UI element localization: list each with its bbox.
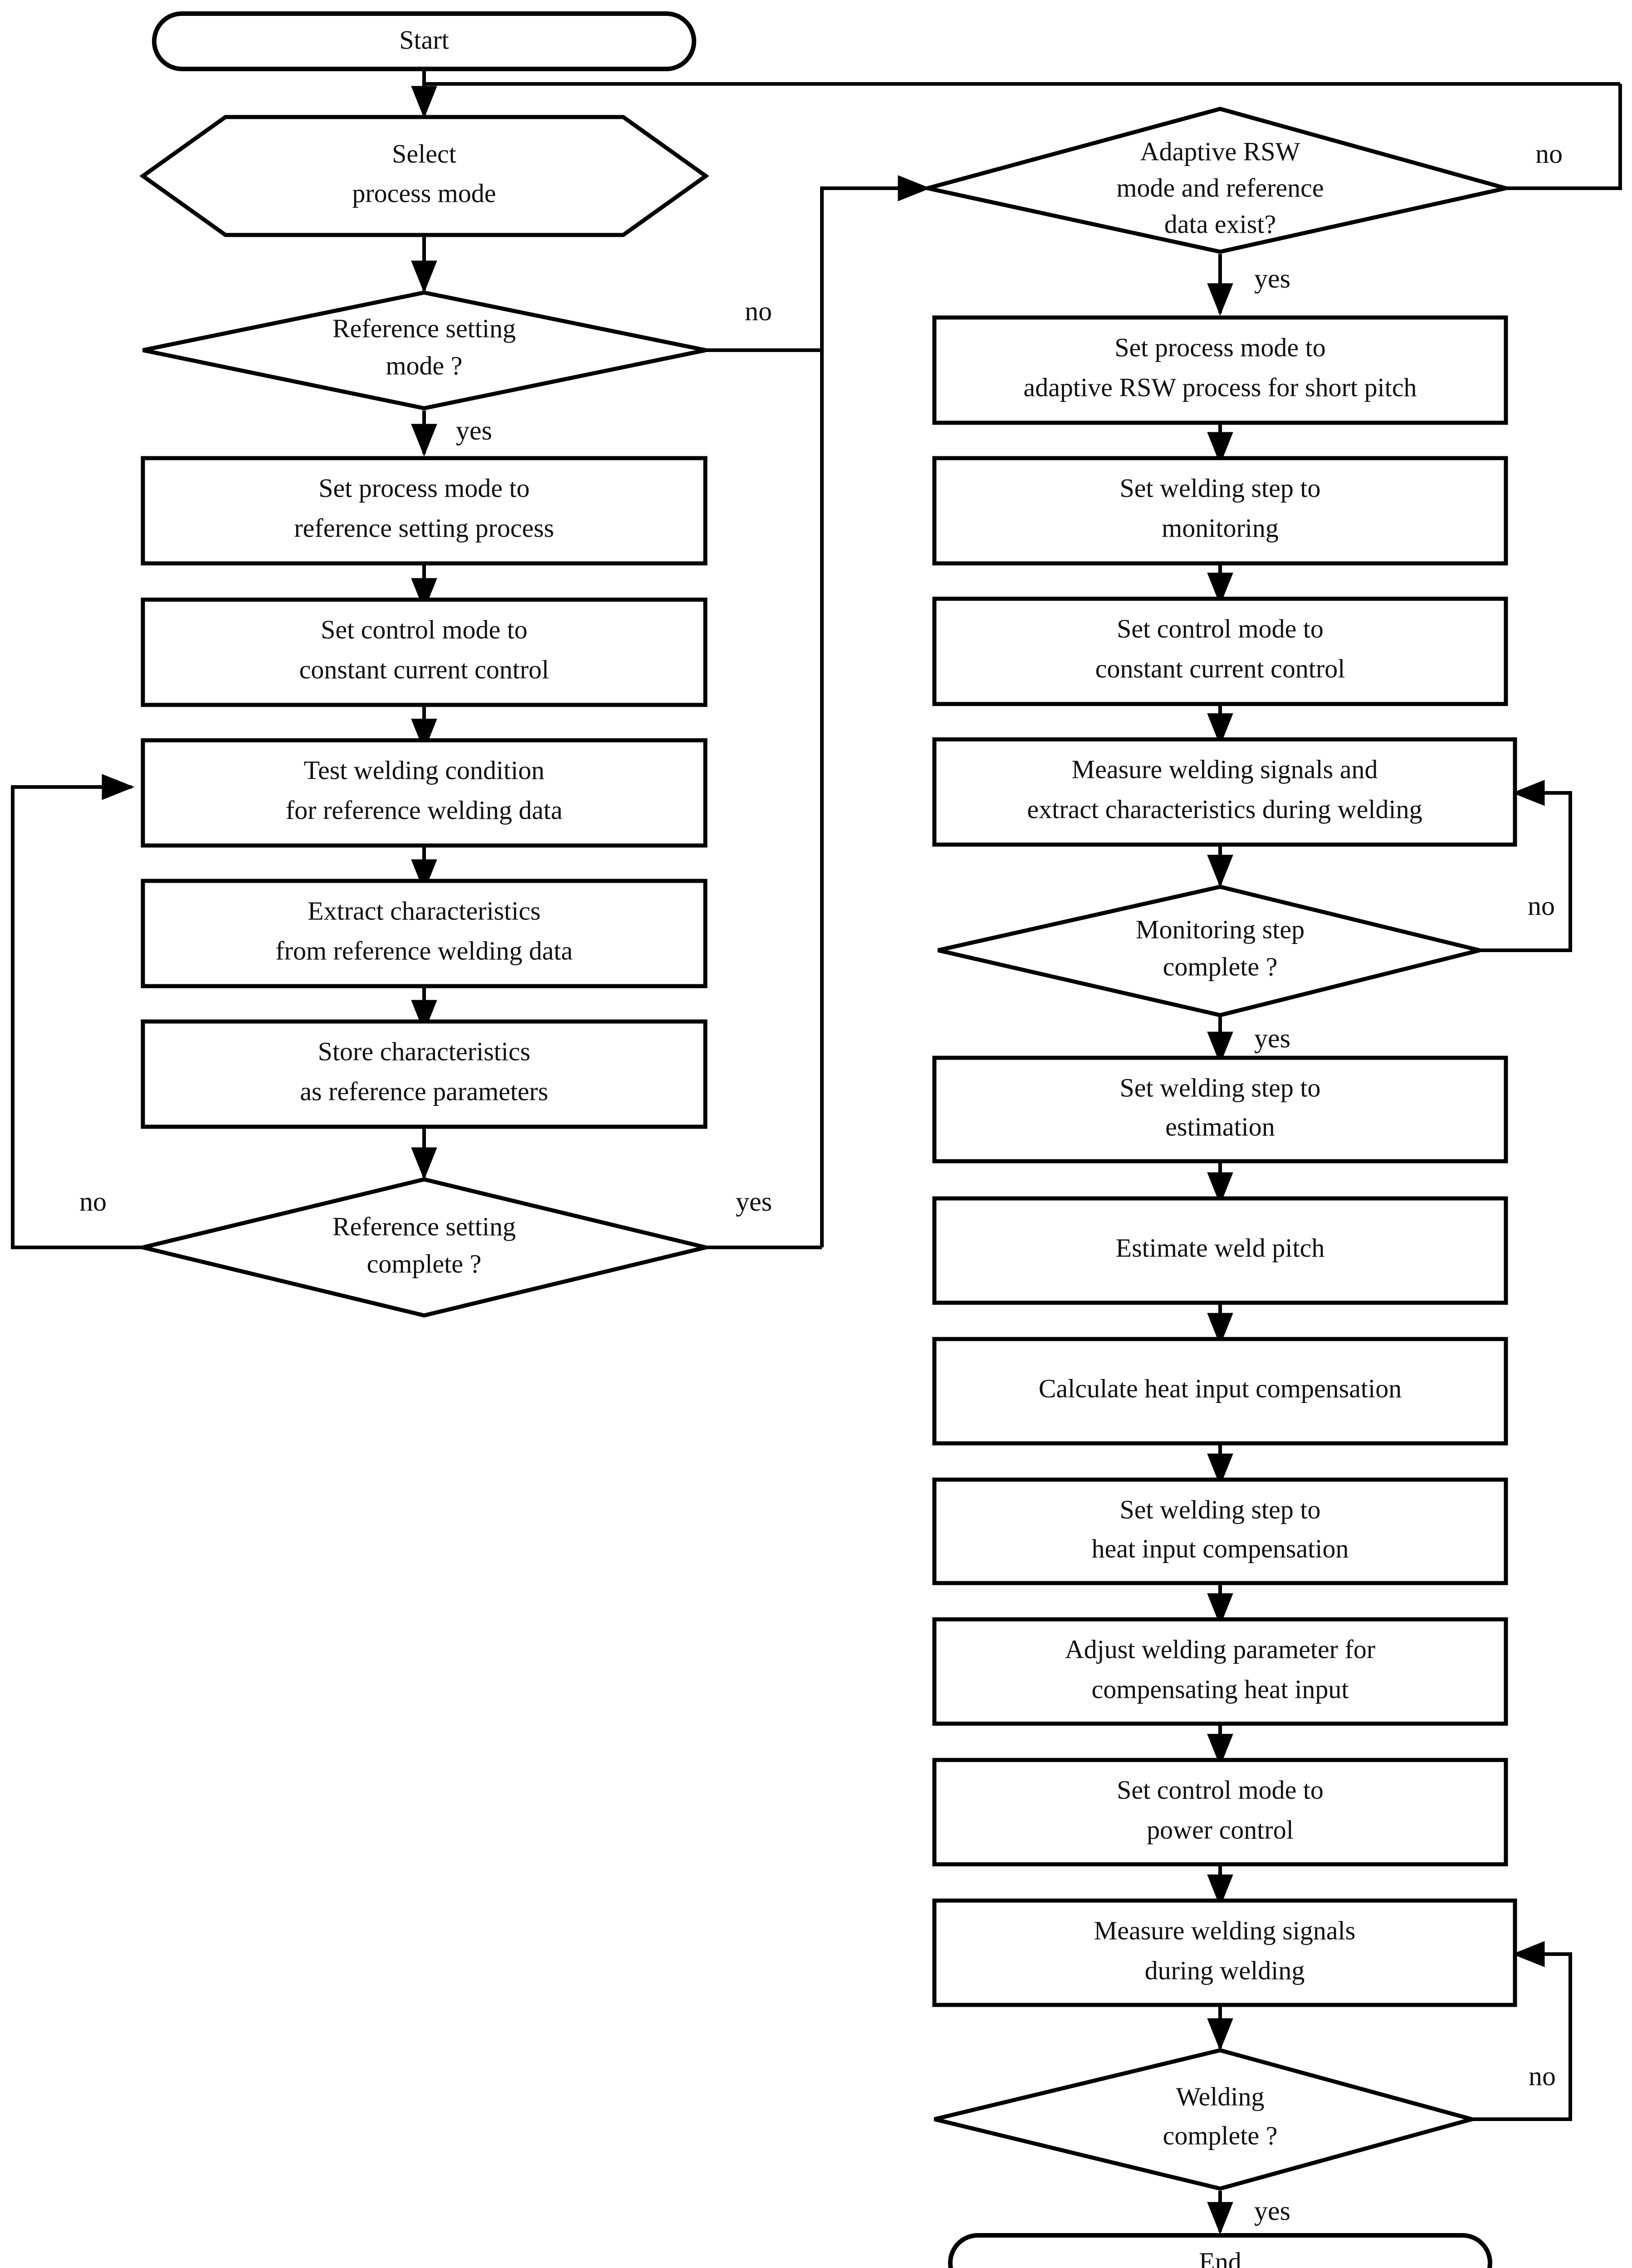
node-measureext-line1: Measure welding signals and [1072,754,1378,784]
edge-refcomplete-no-loop [11,774,143,1249]
node-setctrlpow-line2: power control [1147,1815,1294,1844]
node-select-process-mode[interactable]: Select process mode [139,115,709,237]
node-adjust-welding-parameter[interactable]: Adjust welding parameter for compensatin… [932,1617,1508,1726]
node-setstepmon-line1: Set welding step to [1119,473,1320,503]
node-select-line1: Select [392,139,456,168]
node-set-control-mode-constant-left[interactable]: Set control mode to constant current con… [141,597,708,707]
edge-weldcomplete-no-loop [1472,1941,1572,2121]
connector-layer [11,68,1622,2235]
node-store-line1: Store characteristics [318,1036,531,1066]
node-monitoring-step-complete[interactable]: Monitoring step complete ? [937,885,1481,1017]
node-setprocref-line1: Set process mode to [318,473,530,503]
node-setprocadapt-line1: Set process mode to [1114,332,1326,362]
node-weldcomplete-line1: Welding [1176,2082,1264,2111]
node-adjust-line1: Adjust welding parameter for [1065,1634,1376,1664]
node-refmode-line2: mode ? [386,351,462,380]
node-setprocadapt-line2: adaptive RSW process for short pitch [1023,372,1417,402]
node-setctrlL-line1: Set control mode to [321,615,528,644]
edge-label-layer: no yes no yes no yes no yes no yes [79,139,1563,2226]
node-welding-complete[interactable]: Welding complete ? [933,2048,1480,2191]
node-extract-line2: from reference welding data [275,936,572,965]
edge-label-monstep-yes: yes [1254,1023,1290,1053]
node-extract-line1: Extract characteristics [308,896,541,925]
node-setstepheat-line2: heat input compensation [1092,1534,1349,1563]
node-setstepheat-line1: Set welding step to [1119,1495,1320,1524]
node-set-process-mode-adaptive[interactable]: Set process mode to adaptive RSW process… [932,315,1508,425]
node-measureext-line2: extract characteristics during welding [1027,794,1422,824]
node-monstep-line1: Monitoring step [1136,914,1305,944]
node-setctrlL-line2: constant current control [299,655,549,684]
node-end-label: End [1199,2247,1241,2268]
edge-monstep-no-loop [1480,780,1572,952]
node-adjust-line2: compensating heat input [1092,1674,1349,1704]
node-setctrlpow-line1: Set control mode to [1117,1775,1324,1804]
node-setctrlR-line2: constant current control [1095,654,1345,683]
node-adaptive-line1: Adaptive RSW [1140,137,1300,166]
node-refmode-line1: Reference setting [332,313,516,343]
node-set-control-mode-power[interactable]: Set control mode to power control [932,1758,1508,1867]
node-reference-setting-mode[interactable]: Reference setting mode ? [142,290,706,411]
edge-label-adaptive-yes: yes [1254,264,1290,293]
node-measure-welding-signals[interactable]: Measure welding signals during welding [932,1898,1517,2007]
node-monstep-line2: complete ? [1163,952,1278,981]
edge-label-refmode-no: no [745,296,772,326]
node-estimate-weld-pitch[interactable]: Estimate weld pitch [932,1196,1508,1305]
node-setstepmon-line2: monitoring [1162,513,1279,543]
edge-bus-to-adaptive [820,175,931,1247]
node-adaptive-rsw-exist[interactable]: Adaptive RSW mode and reference data exi… [927,107,1507,254]
node-end[interactable]: End [948,2233,1492,2268]
node-set-process-mode-reference[interactable]: Set process mode to reference setting pr… [141,456,708,566]
node-weldcomplete-line2: complete ? [1163,2121,1278,2150]
node-measure2-line1: Measure welding signals [1094,1916,1356,1945]
node-start-label: Start [399,25,449,54]
edge-label-adaptive-no: no [1535,139,1563,169]
edge-label-monstep-no: no [1528,891,1555,921]
node-refcomplete-line2: complete ? [367,1249,482,1278]
node-setstepest-line1: Set welding step to [1119,1073,1320,1102]
node-test-line2: for reference welding data [286,795,562,825]
node-set-control-mode-constant-right[interactable]: Set control mode to constant current con… [932,596,1508,706]
node-test-line1: Test welding condition [304,755,545,785]
node-store-characteristics[interactable]: Store characteristics as reference param… [141,1019,708,1129]
edge-label-refmode-yes: yes [456,415,492,445]
node-select-line2: process mode [352,178,496,208]
node-setstepest-line2: estimation [1165,1112,1275,1141]
node-test-welding-condition[interactable]: Test welding condition for reference wel… [141,738,708,848]
edge-adaptive-no-right [1506,84,1622,190]
node-store-line2: as reference parameters [300,1076,548,1106]
node-setctrlR-line1: Set control mode to [1117,614,1324,643]
edge-label-refcomplete-yes: yes [736,1187,772,1217]
node-extract-characteristics[interactable]: Extract characteristics from reference w… [141,879,708,988]
node-set-welding-step-monitoring[interactable]: Set welding step to monitoring [932,456,1508,566]
node-estpitch-label: Estimate weld pitch [1116,1233,1325,1262]
edge-label-weldcomplete-no: no [1529,2061,1556,2091]
node-set-welding-step-heat-input[interactable]: Set welding step to heat input compensat… [932,1477,1508,1585]
edge-label-refcomplete-no: no [79,1187,107,1217]
node-adaptive-line3: data exist? [1164,209,1276,239]
node-reference-setting-complete[interactable]: Reference setting complete ? [142,1177,707,1318]
node-measure2-line2: during welding [1145,1955,1305,1985]
node-setprocref-line2: reference setting process [294,513,554,543]
node-refcomplete-line1: Reference setting [332,1212,516,1241]
edge-label-weldcomplete-yes: yes [1254,2196,1290,2226]
node-adaptive-line2: mode and reference [1116,173,1324,202]
node-calculate-heat-input[interactable]: Calculate heat input compensation [932,1337,1508,1446]
node-measure-extract-during-welding[interactable]: Measure welding signals and extract char… [932,737,1517,847]
node-start[interactable]: Start [152,11,696,71]
node-set-welding-step-estimation[interactable]: Set welding step to estimation [932,1056,1508,1163]
node-calc-label: Calculate heat input compensation [1039,1374,1402,1403]
